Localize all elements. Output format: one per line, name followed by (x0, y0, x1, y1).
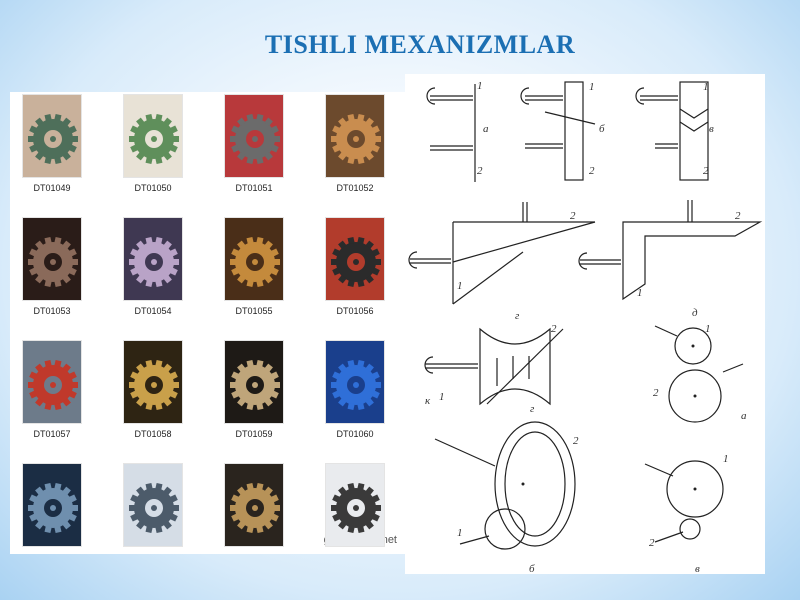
diagram-label: 1 (637, 287, 643, 299)
gallery-item-code: DT01057 (33, 429, 71, 439)
diagram-label: г (515, 310, 520, 322)
gallery-item[interactable]: DT01059 (212, 338, 310, 460)
diagram-label: б (599, 123, 605, 135)
diagram-label: 2 (573, 435, 579, 447)
diagram-spur-helical (520, 81, 596, 181)
gallery-item[interactable] (313, 461, 411, 583)
diagram-label: 1 (457, 527, 463, 539)
diagram-spur-chevron (635, 81, 709, 181)
slide-title: TISHLI MEXANIZMLAR (264, 30, 576, 59)
gear-photo-thumbnail[interactable] (224, 463, 284, 547)
gear-photo-thumbnail[interactable] (325, 94, 385, 178)
diagram-label: 1 (589, 81, 595, 93)
diagram-rack-pinion (644, 460, 724, 543)
gallery-item[interactable]: DT01057 (10, 338, 108, 460)
gear-photo-thumbnail[interactable] (22, 217, 82, 301)
gallery-item-code: DT01059 (235, 429, 273, 439)
gear-photo-thumbnail[interactable] (224, 94, 284, 178)
diagram-bevel-straight (408, 202, 596, 305)
diagram-label: к (425, 395, 431, 407)
gallery-item[interactable]: DT01049 (10, 92, 108, 214)
gallery-item[interactable] (212, 461, 310, 583)
diagram-spur-external (426, 84, 476, 182)
gear-photo-thumbnail[interactable] (22, 463, 82, 547)
diagram-label: б (529, 563, 535, 574)
gear-photo-thumbnail[interactable] (22, 340, 82, 424)
gallery-item[interactable]: DT01060 (313, 338, 411, 460)
gallery-item[interactable]: DT01055 (212, 215, 310, 337)
diagram-label: 1 (457, 280, 463, 292)
diagram-label: 2 (703, 165, 709, 177)
gallery-item[interactable]: DT01056 (313, 215, 411, 337)
diagram-label: a (483, 123, 489, 135)
gear-photo-thumbnail[interactable] (325, 340, 385, 424)
diagram-label: 2 (653, 387, 659, 399)
gallery-item-code: DT01060 (336, 429, 374, 439)
gallery-item-code: DT01049 (33, 183, 71, 193)
diagram-label: 2 (735, 210, 741, 222)
gear-photo-thumbnail[interactable] (123, 340, 183, 424)
gallery-item[interactable]: DT01050 (111, 92, 209, 214)
gear-photo-thumbnail[interactable] (325, 463, 385, 547)
diagram-worm (424, 327, 564, 406)
gear-photo-thumbnail[interactable] (325, 217, 385, 301)
diagram-label: 2 (649, 537, 655, 549)
gear-photo-thumbnail[interactable] (22, 94, 82, 178)
diagram-label: в (695, 563, 700, 574)
diagram-label: 2 (477, 165, 483, 177)
gallery-item[interactable]: DT01054 (111, 215, 209, 337)
gallery-item-code: DT01055 (235, 306, 273, 316)
diagram-label: в (709, 123, 714, 135)
gallery-item-code: DT01058 (134, 429, 172, 439)
diagram-label: д (692, 307, 698, 319)
gallery-item[interactable]: DT01053 (10, 215, 108, 337)
gallery-item-code: DT01051 (235, 183, 273, 193)
diagram-label: 1 (703, 81, 709, 93)
gallery-item-code: DT01056 (336, 306, 374, 316)
gear-photo-thumbnail[interactable] (123, 94, 183, 178)
diagram-label: 1 (705, 323, 711, 335)
gallery-item[interactable]: DT01051 (212, 92, 310, 214)
diagram-label: 2 (589, 165, 595, 177)
gear-photo-thumbnail[interactable] (123, 463, 183, 547)
gallery-item[interactable] (10, 461, 108, 583)
gear-photo-thumbnail[interactable] (123, 217, 183, 301)
gallery-item-code: DT01052 (336, 183, 374, 193)
gallery-item-code: DT01054 (134, 306, 172, 316)
diagram-label: г (530, 403, 535, 415)
diagram-label: 1 (439, 391, 445, 403)
diagram-label: 1 (477, 80, 483, 92)
gallery-item-code: DT01050 (134, 183, 172, 193)
diagram-label: 2 (551, 323, 557, 335)
gallery-item[interactable]: DT01052 (313, 92, 411, 214)
diagram-internal-gear (434, 421, 576, 550)
diagram-external-cylinders (654, 325, 744, 423)
gear-photo-thumbnail[interactable] (224, 217, 284, 301)
diagram-label: а (741, 410, 747, 422)
diagram-bevel-spiral (578, 200, 763, 301)
gallery-item[interactable]: DT01058 (111, 338, 209, 460)
gear-photo-gallery: grafamania.net DT01049 DT01050 DT01051 D… (10, 92, 405, 554)
diagram-label: 1 (723, 453, 729, 465)
diagram-label: 2 (570, 210, 576, 222)
gallery-item[interactable] (111, 461, 209, 583)
gallery-item-code: DT01053 (33, 306, 71, 316)
gear-photo-thumbnail[interactable] (224, 340, 284, 424)
